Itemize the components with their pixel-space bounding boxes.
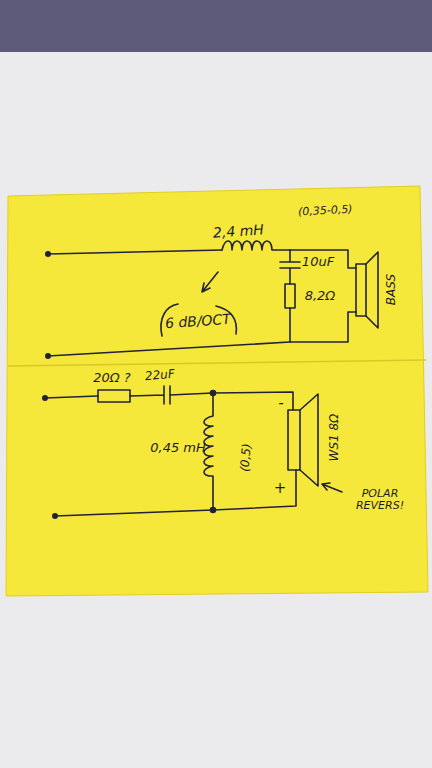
speaker-name: WS1 8Ω (328, 414, 341, 462)
wire (289, 308, 291, 342)
arrow (322, 483, 342, 492)
wire (45, 396, 98, 398)
value-range: (0,5) (238, 443, 254, 472)
inductor-symbol (222, 241, 290, 250)
paper-fold (8, 360, 426, 366)
polarity-sign: - (278, 395, 283, 412)
polarity-sign: + (274, 480, 287, 497)
resistor-symbol (285, 284, 295, 308)
table-ground (0, 52, 432, 768)
tweeter-cone (300, 394, 318, 486)
resistor-value: 20Ω ? (93, 371, 131, 385)
woofer-cone (366, 252, 378, 328)
capacitor-symbol (280, 250, 300, 284)
capacitor-value: 10uF (302, 255, 334, 269)
paper-sheet (6, 186, 428, 596)
resistor-symbol (98, 390, 130, 402)
arrow (202, 272, 218, 292)
wire (55, 470, 296, 516)
inductor-value: 0,45 mH (150, 441, 206, 455)
wire (48, 312, 356, 356)
resistor-value: 8,2Ω (305, 289, 336, 303)
note: POLAR REVERS! (345, 488, 415, 512)
capacitor-symbol (130, 386, 213, 404)
woofer-symbol (356, 264, 366, 316)
wire (48, 250, 222, 254)
speaker-name: BASS (385, 274, 398, 305)
tweeter-symbol (288, 410, 300, 470)
table-strip (0, 0, 432, 52)
